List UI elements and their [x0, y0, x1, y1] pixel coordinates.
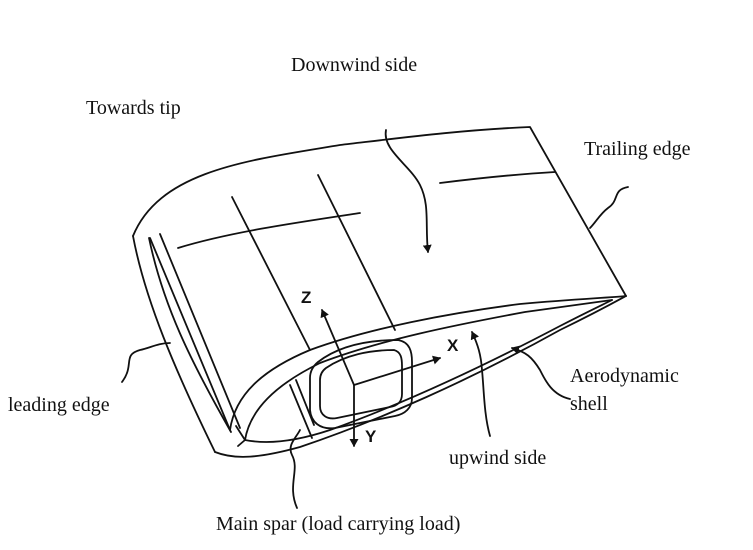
- aerodynamic-shell-leader: [511, 345, 571, 400]
- downwind-leader: [384, 129, 432, 253]
- z-axis-arrow: [320, 309, 355, 386]
- trailing-edge-leader: [589, 186, 629, 229]
- spar-web: [295, 379, 315, 426]
- leading-edge-notch: [235, 425, 246, 447]
- airfoil-inner-lower: [244, 299, 613, 443]
- label-leading-edge: leading edge: [8, 394, 110, 416]
- blade-upper-surface: [132, 126, 627, 297]
- label-downwind-side: Downwind side: [291, 54, 418, 76]
- panel-line: [231, 196, 311, 351]
- blade-leading-edge-front-fold: [148, 237, 232, 433]
- airfoil-upper-line: [229, 295, 627, 431]
- spar-web: [289, 384, 313, 439]
- x-axis-arrow: [353, 355, 441, 386]
- label-upwind-side: upwind side: [449, 447, 547, 469]
- upwind-leader: [470, 331, 491, 437]
- panel-line: [159, 233, 241, 429]
- axis-label-z: Z: [301, 288, 312, 307]
- axis-label-x: X: [447, 336, 459, 355]
- panel-line: [317, 174, 396, 331]
- main-spar-leader: [289, 429, 301, 509]
- spanwise-line: [177, 212, 361, 249]
- axis-label-y: Y: [365, 427, 377, 446]
- leading-edge-leader: [121, 342, 171, 383]
- label-towards-tip: Towards tip: [86, 97, 181, 119]
- main-spar-outer: [309, 339, 413, 430]
- blade-leading-edge-outer: [132, 235, 216, 453]
- label-trailing-edge: Trailing edge: [584, 138, 691, 160]
- label-aerodynamic-shell-line1: Aerodynamic: [570, 365, 679, 387]
- spanwise-line: [439, 171, 556, 184]
- label-aerodynamic-shell-line2: shell: [570, 393, 608, 415]
- label-main-spar: Main spar (load carrying load): [216, 513, 461, 535]
- airfoil-inner-upper: [244, 299, 613, 441]
- main-spar-inner: [319, 349, 403, 420]
- airfoil-lower-line: [214, 295, 627, 458]
- panel-line: [149, 237, 231, 431]
